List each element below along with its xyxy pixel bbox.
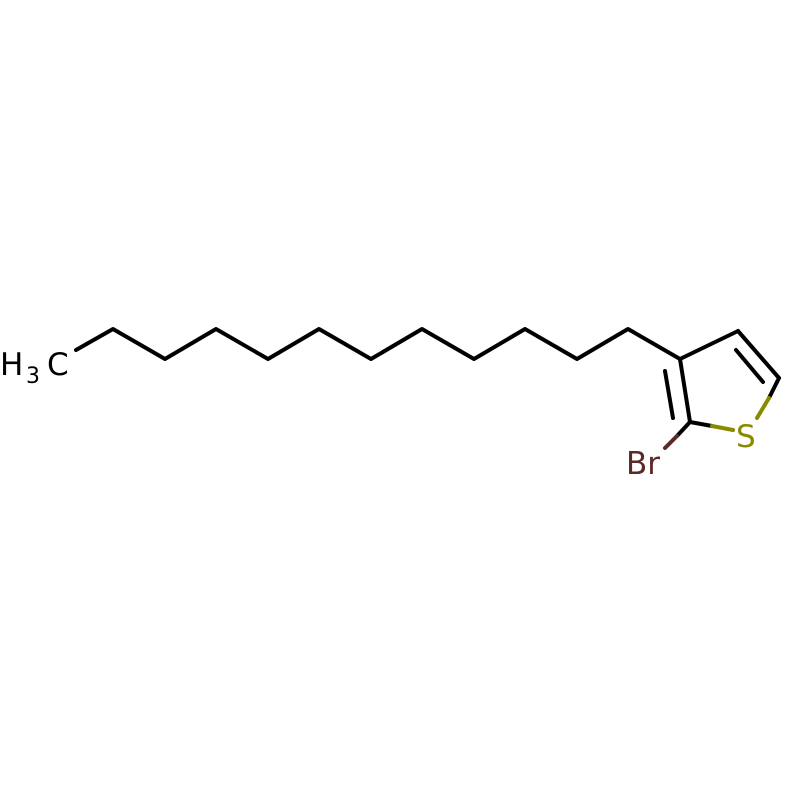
bromine-bond xyxy=(663,420,692,450)
dodecyl-chain-bonds xyxy=(74,327,682,361)
c3-c2-inner-bond xyxy=(663,369,675,420)
c2-br-bond-inner xyxy=(663,434,679,450)
c5-s-bond-inner xyxy=(755,396,771,420)
methyl-h-label: H xyxy=(0,347,23,383)
c4-c5-bond xyxy=(736,329,781,380)
c2-s-bond-inner xyxy=(710,424,735,432)
c4-c5-inner-bond xyxy=(734,348,765,384)
thiophene-ring xyxy=(663,329,781,432)
bromine-atom-label: Br xyxy=(626,446,660,482)
methyl-c-label: C xyxy=(47,347,69,383)
methyl-subscript-label: 3 xyxy=(26,364,40,389)
alkyl-chain xyxy=(74,327,682,361)
c2-br-bond-outer xyxy=(675,420,692,438)
c3-c4-bond xyxy=(678,329,740,361)
c3-c2-bond xyxy=(678,357,692,424)
c2-s-bond-outer xyxy=(688,420,714,428)
c5-s-bond-outer xyxy=(767,376,781,400)
sulfur-atom-label: S xyxy=(736,419,756,455)
